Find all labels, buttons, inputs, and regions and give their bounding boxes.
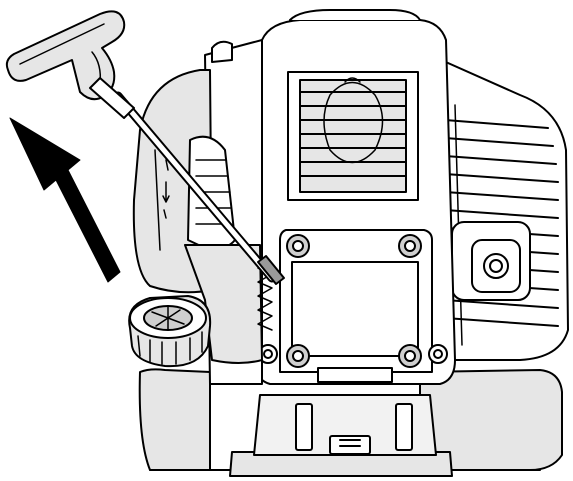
fuel-cap-icon xyxy=(128,295,212,368)
starter-cord xyxy=(113,91,285,285)
engine-base xyxy=(138,368,563,477)
pull-direction-arrow-icon xyxy=(9,117,121,283)
engine-housing-icon xyxy=(204,9,456,385)
starter-handle-icon xyxy=(5,10,135,119)
cooling-fins-icon xyxy=(429,54,569,361)
